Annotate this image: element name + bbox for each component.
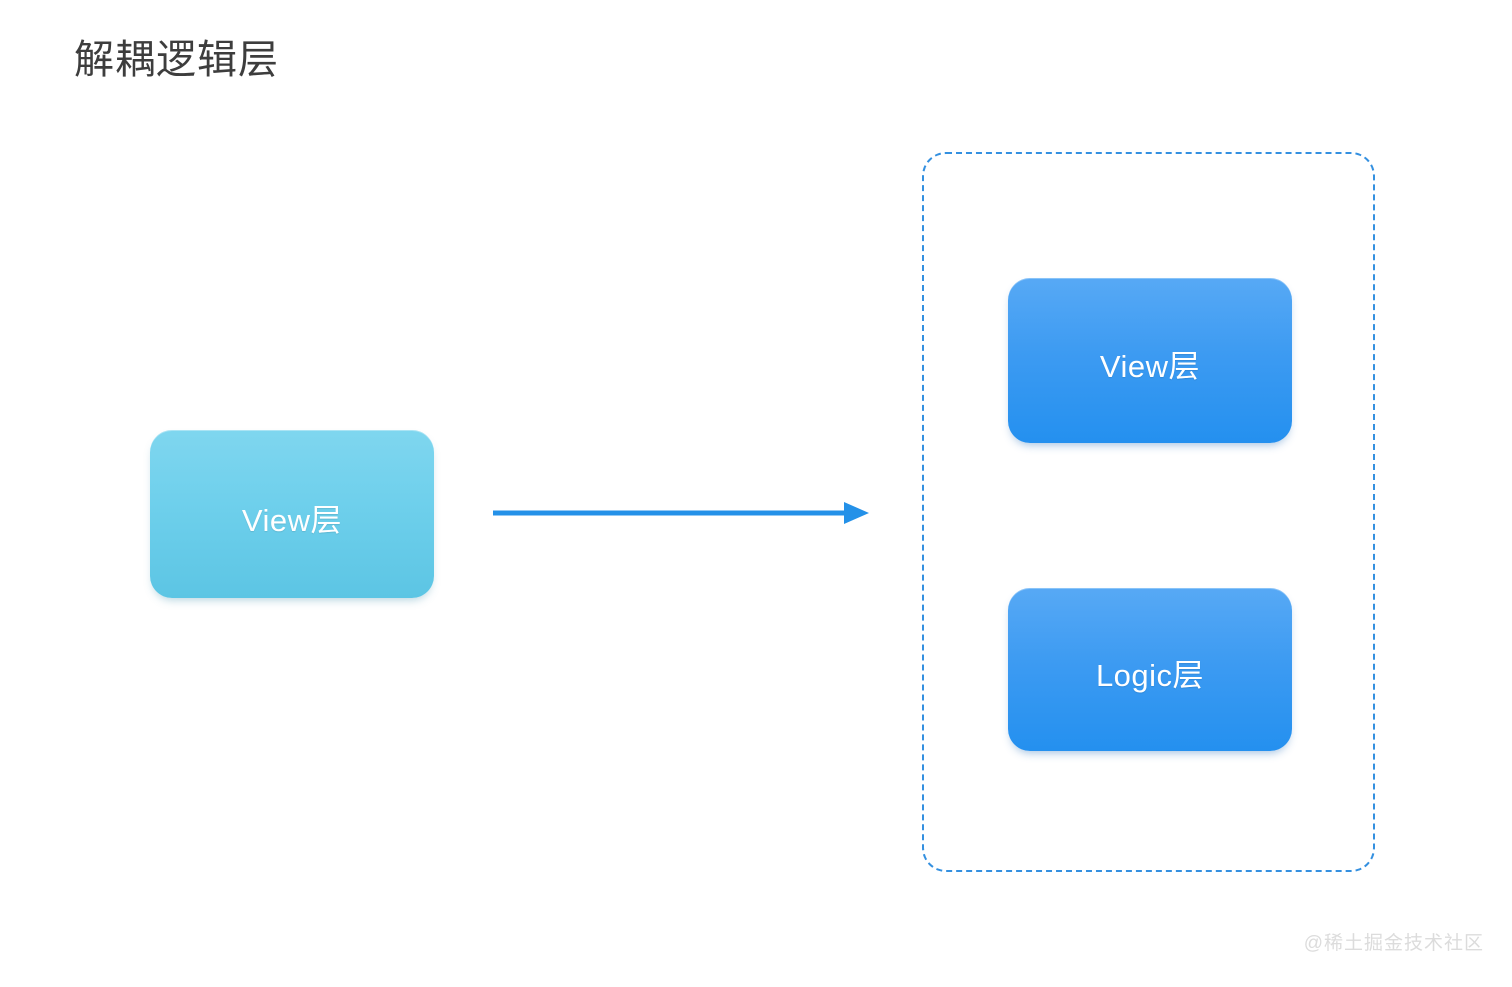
node-view-layer-after: View层 — [1008, 278, 1292, 443]
arrow-head — [844, 502, 869, 524]
watermark: @稀土掘金技术社区 — [1303, 933, 1484, 954]
flow-arrow-icon — [493, 502, 869, 524]
node-label: Logic层 — [1095, 658, 1205, 693]
page-title: 解耦逻辑层 — [74, 38, 279, 82]
node-label: View层 — [241, 502, 343, 538]
node-logic-layer-after: Logic层 — [1008, 588, 1292, 751]
node-label: View层 — [1099, 349, 1201, 384]
node-view-layer-before: View层 — [150, 430, 434, 598]
decoupled-group-container — [922, 152, 1375, 872]
